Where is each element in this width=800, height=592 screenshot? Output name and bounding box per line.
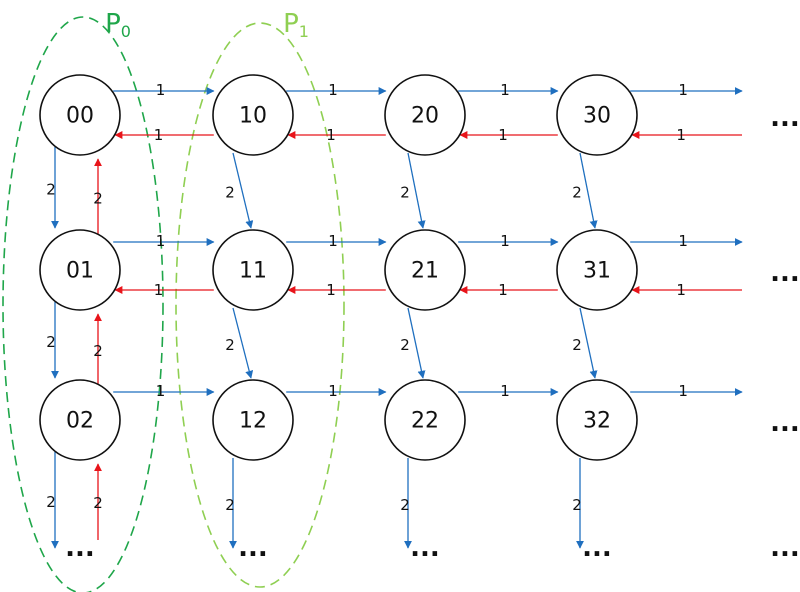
node-02: 02 <box>39 379 121 461</box>
node-01: 01 <box>39 229 121 311</box>
edge-label-horizontal: 1 <box>498 281 508 299</box>
edge-label-horizontal: 1 <box>328 382 338 400</box>
edge-label-horizontal: 1 <box>156 232 166 250</box>
node-circle <box>212 379 294 461</box>
edge-label-vertical: 2 <box>225 184 235 202</box>
edge-label-horizontal: 1 <box>500 81 510 99</box>
node-32: 32 <box>556 379 638 461</box>
edge-label-horizontal: 1 <box>678 382 688 400</box>
node-circle <box>556 229 638 311</box>
continuation-dots: ... <box>582 533 612 563</box>
edge-down-20 <box>407 152 426 229</box>
edge-label-horizontal: 1 <box>156 81 166 99</box>
node-11: 11 <box>212 229 294 311</box>
edge-label-horizontal: 1 <box>500 382 510 400</box>
edge-label-horizontal: 1 <box>676 126 686 144</box>
edge-down-10 <box>232 152 254 229</box>
continuation-dots: ... <box>238 533 268 563</box>
node-label: 02 <box>66 409 94 434</box>
node-label: 10 <box>239 104 267 129</box>
node-circle <box>212 229 294 311</box>
edge-label-vertical: 2 <box>400 184 410 202</box>
node-label: 00 <box>66 104 94 129</box>
edge-down-21 <box>407 307 426 379</box>
edge-label-vertical: 2 <box>46 333 56 351</box>
edge-label-horizontal: 1 <box>676 281 686 299</box>
node-circle <box>39 379 121 461</box>
edge-label-horizontal: 1 <box>498 126 508 144</box>
continuation-layer: ........................ <box>65 103 800 563</box>
group-p1-outline <box>175 22 345 588</box>
node-circle <box>39 229 121 311</box>
node-21: 21 <box>384 229 466 311</box>
edge-label-horizontal: 1 <box>328 232 338 250</box>
edge-label-horizontal: 1 <box>326 281 336 299</box>
node-circle <box>39 74 121 156</box>
continuation-dots: ... <box>410 533 440 563</box>
edge-down-11 <box>232 307 254 379</box>
group-p0-label: P0 <box>105 9 131 41</box>
node-label: 32 <box>583 409 611 434</box>
group-p1-label: P1 <box>283 9 309 41</box>
edge-label-horizontal: 1 <box>678 232 688 250</box>
edge-label-vertical: 2 <box>93 494 103 512</box>
continuation-dots: ... <box>770 533 800 563</box>
edge-label-vertical: 2 <box>572 336 582 354</box>
edge-label-vertical: 2 <box>225 336 235 354</box>
edge-label-vertical: 2 <box>225 496 235 514</box>
edge-label-horizontal: 1 <box>326 126 336 144</box>
node-22: 22 <box>384 379 466 461</box>
edge-label-horizontal: 1 <box>154 281 164 299</box>
node-00: 00 <box>39 74 121 156</box>
continuation-dots: ... <box>770 258 800 288</box>
node-31: 31 <box>556 229 638 311</box>
edge-label-vertical: 2 <box>93 342 103 360</box>
edge-label-horizontal: 1 <box>500 232 510 250</box>
edge-down-30 <box>579 152 598 229</box>
edge-label-vertical: 2 <box>400 496 410 514</box>
group-layer: P0 P1 <box>2 9 345 592</box>
edge-label-vertical: 2 <box>400 336 410 354</box>
node-circle <box>384 229 466 311</box>
edge-label-horizontal: 1 <box>328 81 338 99</box>
node-label: 22 <box>411 409 439 434</box>
node-label: 31 <box>583 259 611 284</box>
node-circle <box>556 379 638 461</box>
edge-label-vertical: 2 <box>46 493 56 511</box>
node-circle <box>556 74 638 156</box>
edge-label-vertical: 2 <box>572 496 582 514</box>
node-10: 10 <box>212 74 294 156</box>
node-circle <box>212 74 294 156</box>
node-12: 12 <box>212 379 294 461</box>
edge-down-31 <box>579 307 598 379</box>
node-20: 20 <box>384 74 466 156</box>
edge-label-vertical: 2 <box>93 190 103 208</box>
continuation-dots: ... <box>770 103 800 133</box>
node-label: 11 <box>239 259 267 284</box>
node-label: 30 <box>583 104 611 129</box>
node-circle <box>384 379 466 461</box>
edge-label-horizontal: 1 <box>156 382 166 400</box>
edge-label-vertical: 2 <box>572 184 582 202</box>
node-30: 30 <box>556 74 638 156</box>
edge-label-vertical: 2 <box>46 181 56 199</box>
edge-label-horizontal: 1 <box>154 126 164 144</box>
continuation-dots: ... <box>770 408 800 438</box>
node-label: 20 <box>411 104 439 129</box>
continuation-dots: ... <box>65 533 95 563</box>
node-label: 01 <box>66 259 94 284</box>
node-label: 12 <box>239 409 267 434</box>
group-p0-outline <box>2 16 164 592</box>
node-label: 21 <box>411 259 439 284</box>
edge-label-horizontal: 1 <box>678 81 688 99</box>
node-circle <box>384 74 466 156</box>
